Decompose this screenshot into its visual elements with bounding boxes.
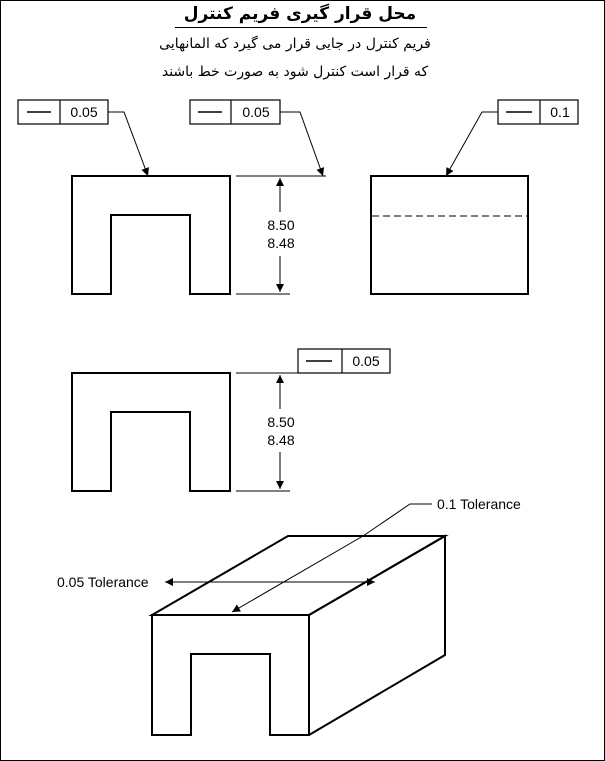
control-frame-2-value: 0.05 bbox=[242, 104, 269, 120]
tolerance-label-01: 0.1 Tolerance bbox=[437, 496, 521, 512]
description-line-1: فریم کنترل در جایی قرار می گیرد که المان… bbox=[159, 36, 431, 52]
control-frame-4: 0.05 bbox=[297, 348, 391, 374]
control-frame-3: 0.1 bbox=[497, 99, 579, 125]
side-view-rect bbox=[370, 175, 529, 295]
control-frame-1: 0.05 bbox=[17, 99, 109, 125]
leader-arrow-2 bbox=[280, 111, 325, 177]
tolerance-label-005: 0.05 Tolerance bbox=[57, 574, 149, 590]
control-frame-4-value: 0.05 bbox=[352, 353, 379, 369]
dim-top-lower: 8.48 bbox=[267, 235, 294, 251]
page-title: محل قرار گیری فریم کنترل bbox=[183, 4, 417, 24]
control-frame-1-value: 0.05 bbox=[70, 104, 97, 120]
isometric-part bbox=[148, 534, 449, 736]
leader-arrow-1 bbox=[108, 111, 149, 177]
u-part-front-view-middle bbox=[71, 372, 231, 492]
description-line-2: که قرار است کنترل شود به صورت خط باشند bbox=[161, 64, 429, 80]
dim-bottom-upper: 8.50 bbox=[267, 414, 294, 430]
leader-arrow-3 bbox=[445, 111, 498, 177]
dim-top-upper: 8.50 bbox=[267, 217, 294, 233]
control-frame-2: 0.05 bbox=[189, 99, 281, 125]
u-part-front-view-top bbox=[71, 175, 231, 295]
title-underline bbox=[175, 27, 427, 28]
dim-bottom-lower: 8.48 bbox=[267, 432, 294, 448]
tolerance-arrow-01 bbox=[231, 503, 432, 613]
control-frame-3-value: 0.1 bbox=[550, 104, 570, 120]
